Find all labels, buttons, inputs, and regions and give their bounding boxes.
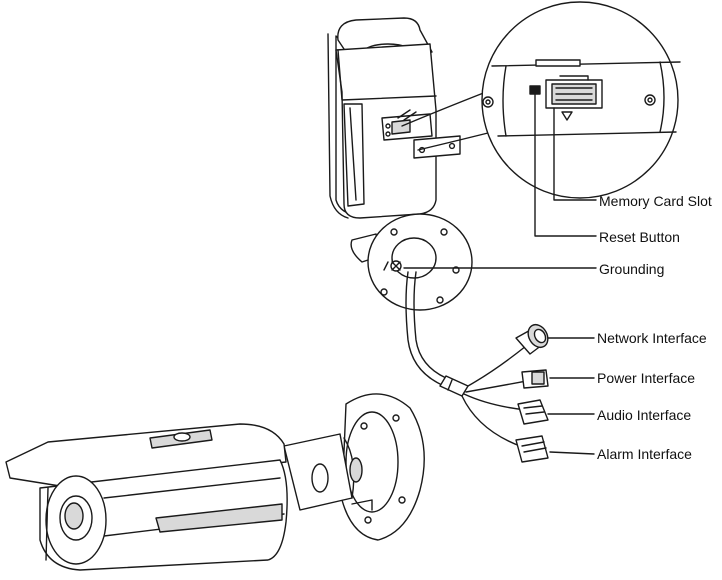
alarm-connector xyxy=(515,435,549,463)
lower-camera-body xyxy=(5,393,425,571)
power-connector xyxy=(521,369,549,389)
memory-card-slot-label: Memory Card Slot xyxy=(599,193,712,209)
audio-connector xyxy=(517,399,549,425)
zoom-inset xyxy=(401,1,681,199)
power-interface-label: Power Interface xyxy=(597,370,696,386)
network-connector xyxy=(515,323,549,355)
network-interface-label: Network Interface xyxy=(597,330,707,346)
audio-interface-label: Audio Interface xyxy=(597,407,692,423)
reset-button-label: Reset Button xyxy=(599,229,680,245)
connector-leaders xyxy=(403,267,597,455)
alarm-interface-label: Alarm Interface xyxy=(597,446,692,462)
inset-leaders xyxy=(534,93,597,237)
upper-camera-body xyxy=(327,17,461,219)
grounding-label: Grounding xyxy=(599,261,665,277)
